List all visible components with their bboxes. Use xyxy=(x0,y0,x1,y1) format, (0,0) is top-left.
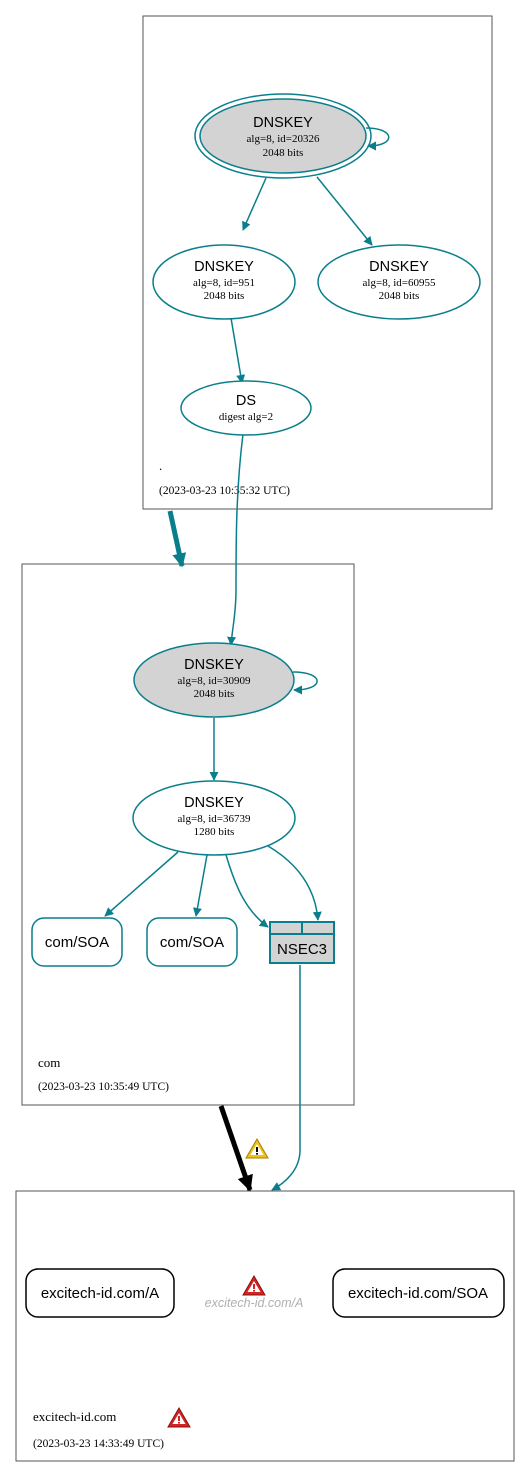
edge-zsk-nsec3-b xyxy=(267,845,322,921)
edges-root xyxy=(230,127,390,384)
node-com-nsec3[interactable]: NSEC3 xyxy=(269,921,335,964)
node-excitech-soa[interactable]: excitech-id.com/SOA xyxy=(332,1268,505,1318)
node-com-soa-2[interactable]: com/SOA xyxy=(146,917,238,967)
node-excitech-a-ghost-label: excitech-id.com/A xyxy=(205,1296,304,1310)
edges-com xyxy=(104,671,322,928)
node-com-zsk[interactable]: DNSKEY alg=8, id=36739 1280 bits xyxy=(132,780,296,856)
node-root-zsk2-line1: alg=8, id=60955 xyxy=(363,277,436,289)
node-root-ksk[interactable]: DNSKEY alg=8, id=20326 2048 bits xyxy=(194,93,372,179)
zone-excitech: excitech-id.com (2023-03-23 14:33:49 UTC… xyxy=(15,1190,515,1462)
delegation-com-excitech xyxy=(218,1105,253,1192)
node-com-zsk-line1: alg=8, id=36739 xyxy=(178,813,251,825)
edge-zsk1-ds xyxy=(230,317,246,384)
node-root-zsk1-line2: 2048 bits xyxy=(204,290,245,302)
node-root-zsk2-line2: 2048 bits xyxy=(379,290,420,302)
error-icon xyxy=(167,1407,191,1428)
node-com-soa-1-label: com/SOA xyxy=(45,934,109,951)
node-root-ds-title: DS xyxy=(236,393,256,409)
node-com-ksk-line1: alg=8, id=30909 xyxy=(178,675,251,687)
node-root-zsk1-title: DNSKEY xyxy=(194,259,254,275)
zone-com: com (2023-03-23 10:35:49 UTC) xyxy=(21,563,355,1106)
warning-icon xyxy=(245,1138,269,1159)
zone-com-time: (2023-03-23 10:35:49 UTC) xyxy=(38,1081,169,1093)
zone-excitech-time: (2023-03-23 14:33:49 UTC) xyxy=(33,1438,164,1450)
node-root-ds-line1: digest alg=2 xyxy=(219,411,273,423)
node-excitech-soa-label: excitech-id.com/SOA xyxy=(348,1285,488,1302)
edge-ksk-zsk2 xyxy=(316,176,373,246)
node-root-zsk1[interactable]: DNSKEY alg=8, id=951 2048 bits xyxy=(152,244,296,320)
error-icon xyxy=(242,1275,266,1296)
edge-zsk-soa2 xyxy=(193,854,208,917)
edge-zsk-soa1 xyxy=(104,851,179,917)
zone-com-name: com xyxy=(38,1055,60,1070)
node-excitech-a-label: excitech-id.com/A xyxy=(41,1285,159,1302)
node-root-ksk-line2: 2048 bits xyxy=(263,147,304,159)
edge-ksk-zsk1 xyxy=(242,177,267,231)
node-root-ksk-title: DNSKEY xyxy=(253,115,313,131)
delegation-root-com xyxy=(167,510,187,568)
node-root-ksk-line1: alg=8, id=20326 xyxy=(247,133,320,145)
node-excitech-a[interactable]: excitech-id.com/A xyxy=(25,1268,175,1318)
node-com-soa-2-label: com/SOA xyxy=(160,934,224,951)
edge-com-ksk-self-loop xyxy=(292,671,318,695)
node-root-zsk2[interactable]: DNSKEY alg=8, id=60955 2048 bits xyxy=(317,244,481,320)
node-excitech-a-ghost[interactable]: excitech-id.com/A xyxy=(205,1275,304,1310)
node-com-ksk-title: DNSKEY xyxy=(184,657,244,673)
zone-root: . (2023-03-23 10:35:32 UTC) xyxy=(142,15,493,510)
edge-ksk-self-loop xyxy=(365,127,390,151)
edge-nsec3-excitech xyxy=(271,964,301,1191)
node-com-zsk-line2: 1280 bits xyxy=(194,826,235,838)
zone-root-time: (2023-03-23 10:35:32 UTC) xyxy=(159,485,290,497)
zone-excitech-name: excitech-id.com xyxy=(33,1409,116,1424)
node-com-nsec3-label: NSEC3 xyxy=(277,941,327,958)
node-root-zsk1-line1: alg=8, id=951 xyxy=(193,277,255,289)
node-com-soa-1[interactable]: com/SOA xyxy=(31,917,123,967)
node-root-ds[interactable]: DS digest alg=2 xyxy=(180,380,312,436)
node-com-ksk[interactable]: DNSKEY alg=8, id=30909 2048 bits xyxy=(133,642,295,718)
edge-zsk-nsec3-a xyxy=(225,854,269,928)
node-com-zsk-title: DNSKEY xyxy=(184,795,244,811)
node-com-ksk-line2: 2048 bits xyxy=(194,688,235,700)
edge-ds-com-ksk xyxy=(227,433,244,646)
node-root-zsk2-title: DNSKEY xyxy=(369,259,429,275)
zone-root-name: . xyxy=(159,458,162,473)
